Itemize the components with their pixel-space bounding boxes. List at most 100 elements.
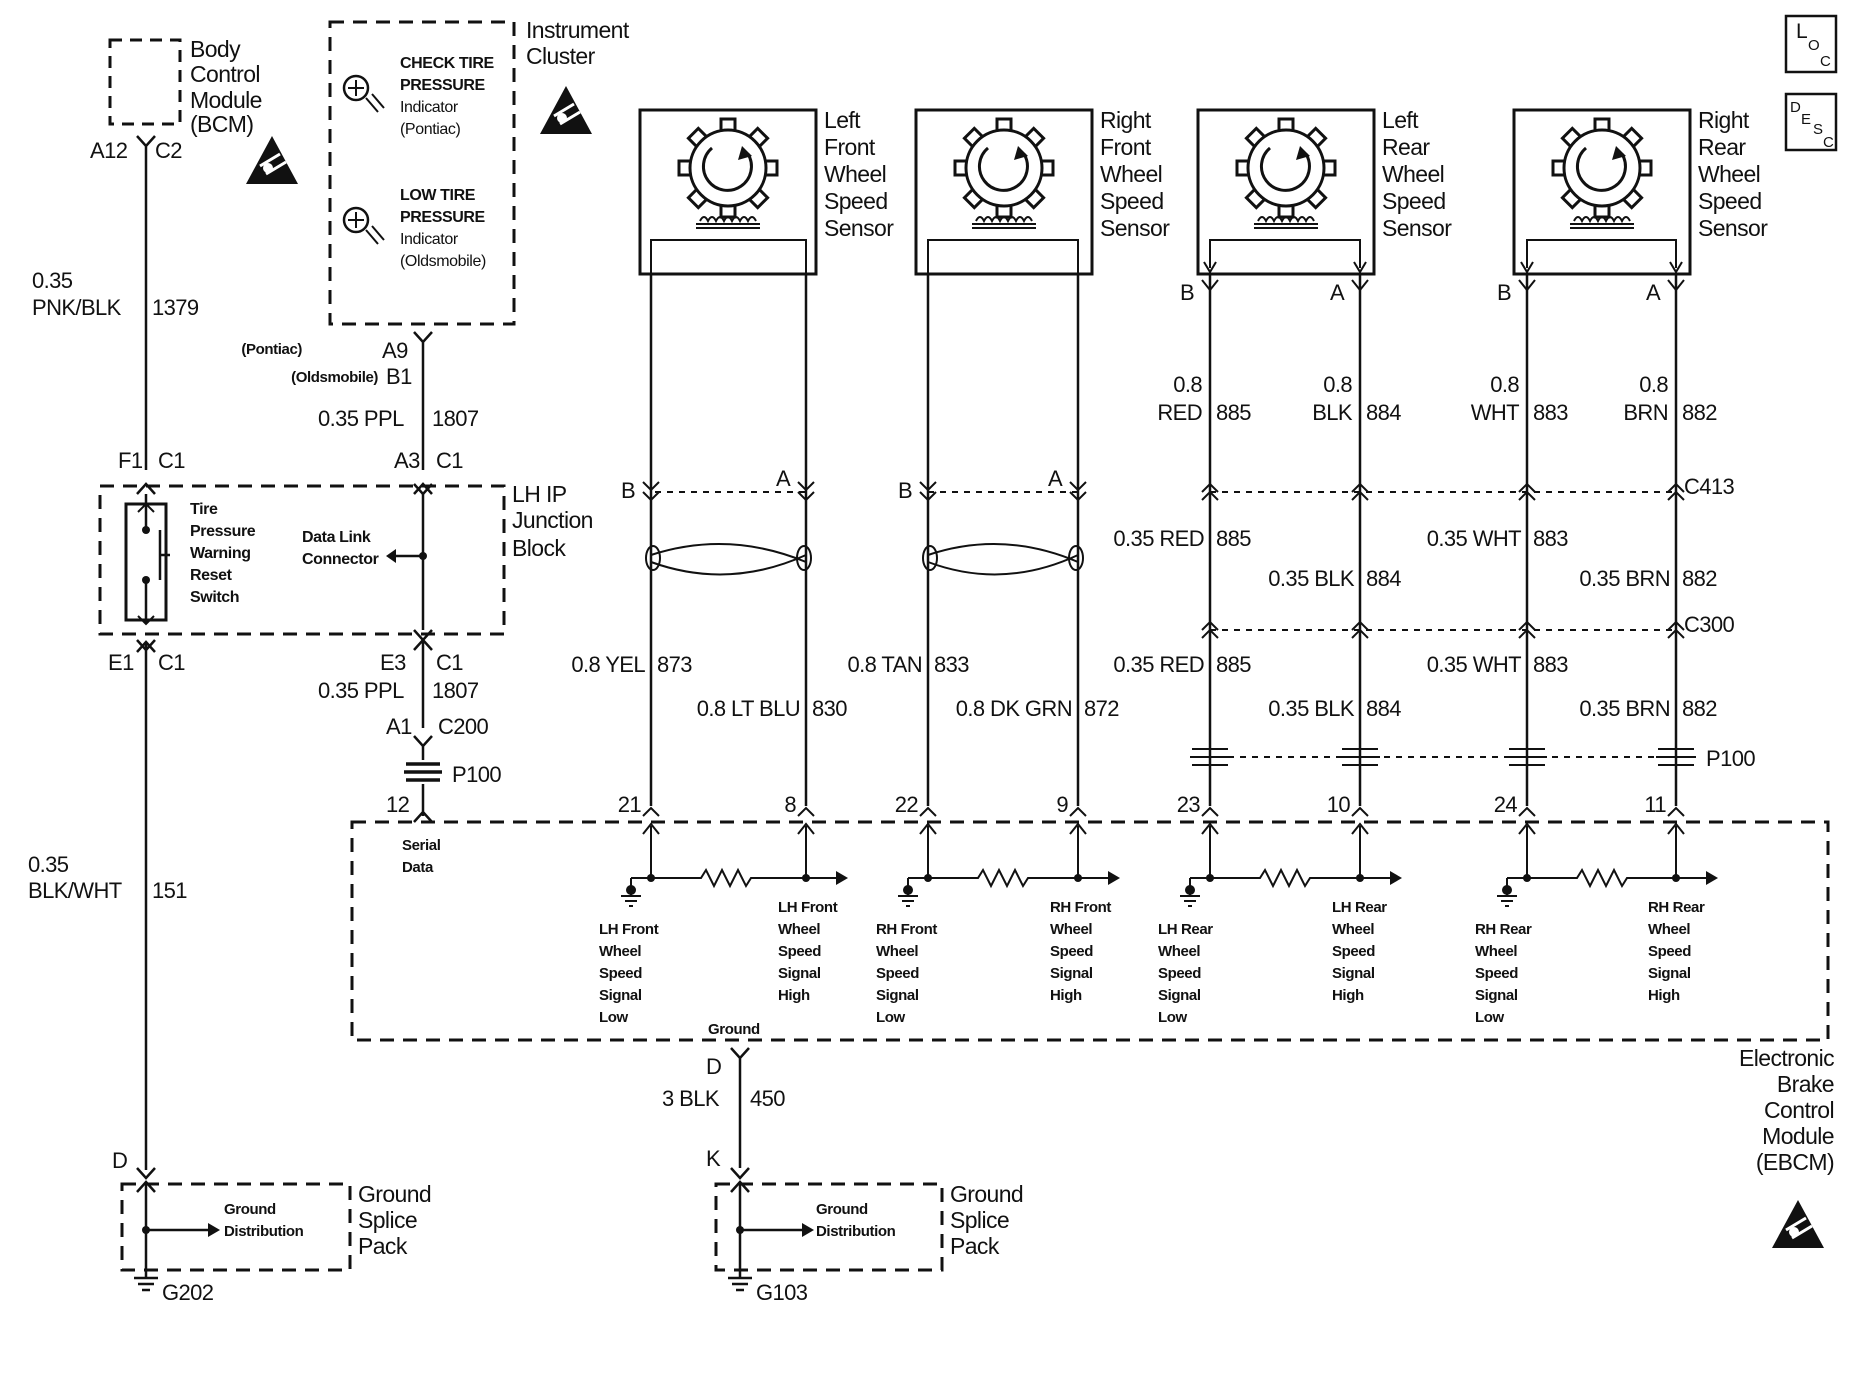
sensor-wire [926, 274, 1080, 806]
cluster-wire [413, 331, 433, 470]
signal-high-label: Speed [1648, 943, 1691, 960]
sensor-name: Front [1100, 134, 1152, 160]
svg-text:C: C [1823, 134, 1834, 151]
svg-text:Pack: Pack [358, 1233, 408, 1259]
signal-high-label: RH Rear [1648, 899, 1705, 916]
sensor-gear-icon [1551, 117, 1653, 219]
svg-text:L: L [1796, 20, 1807, 43]
cluster-wire-label: 0.35 PPL [318, 406, 404, 431]
twisted-pair-icon [927, 543, 1079, 576]
signal-low-label: Low [1475, 1009, 1505, 1026]
signal-high-label: High [1332, 987, 1364, 1004]
svg-text:Warning: Warning [190, 545, 251, 562]
ebcm-pin-number: 8 [784, 792, 796, 817]
svg-text:PRESSURE: PRESSURE [400, 209, 486, 226]
check-tire-pressure-lamp-icon [342, 74, 385, 113]
esd-warning-icon [244, 134, 300, 186]
wire-color-label: 0.35 RED [1113, 652, 1204, 677]
signal-high-label: High [778, 987, 810, 1004]
wire-color-label: 0.35 BLK [1268, 696, 1355, 721]
svg-text:Indicator: Indicator [400, 231, 459, 248]
svg-text:Ground: Ground [224, 1201, 276, 1218]
ground-pin-k: K [706, 1146, 721, 1171]
svg-text:(EBCM): (EBCM) [1756, 1149, 1834, 1175]
wire-circuit-label: 833 [934, 652, 969, 677]
junction-pin-e3: E3 [380, 650, 406, 675]
loc-box: L O C [1784, 14, 1838, 74]
wire-circuit-label: 883 [1533, 526, 1568, 551]
ground-g202: G202 [162, 1280, 214, 1305]
sensor-pin-a: A [1048, 466, 1063, 491]
ebcm-pin-number: 10 [1327, 792, 1351, 817]
signal-high-label: Signal [1050, 965, 1093, 982]
cluster-wire-circuit: 1807 [432, 406, 479, 431]
svg-text:Control: Control [190, 61, 260, 87]
connector-c413: C413 [1684, 474, 1735, 499]
wire-gauge-label: 0.8 [1323, 372, 1352, 397]
svg-text:Splice: Splice [950, 1207, 1009, 1233]
ground-splice-pack-left: Ground Splice Pack Ground Distribution [120, 1181, 432, 1272]
svg-text:Ground: Ground [358, 1181, 431, 1207]
sensor-pin-b: B [1180, 280, 1194, 305]
wire-circuit-label: 885 [1216, 400, 1251, 425]
ebcm-pin-number: 21 [618, 792, 642, 817]
wire-color-label: 0.8 TAN [848, 652, 922, 677]
bcm-wire-gauge: 0.35 [32, 268, 73, 293]
signal-low-label: Signal [599, 987, 642, 1004]
connector-c200: C200 [438, 714, 489, 739]
wire-circuit-label: 883 [1533, 652, 1568, 677]
wheel-speed-sensor-1 [898, 108, 1120, 907]
sensor-name: Rear [1382, 134, 1430, 160]
signal-high-label: LH Front [778, 899, 838, 916]
svg-text:(Oldsmobile): (Oldsmobile) [400, 253, 486, 270]
ebcm-ground-wire-label: 3 BLK [662, 1086, 720, 1111]
svg-text:Ground: Ground [816, 1201, 868, 1218]
ebcm-internal-circuit [1209, 826, 1390, 889]
sensor-wire [1525, 274, 1678, 806]
wheel-speed-sensor-3 [1497, 108, 1718, 907]
bcm-module: Body Control Module (BCM) [108, 36, 300, 186]
sensor-pin-a: A [776, 466, 791, 491]
data-link-connector-icon [386, 549, 396, 563]
sensor-pin-a: A [1646, 280, 1661, 305]
wire-color-label: BRN [1623, 400, 1668, 425]
svg-text:E: E [1801, 111, 1811, 128]
serial-data-wire [413, 638, 433, 728]
wire-color-label: 0.35 BRN [1579, 566, 1670, 591]
wire-color-label: BLK [1312, 400, 1353, 425]
wire-circuit-label: 884 [1366, 566, 1401, 591]
sensor-wire [649, 274, 808, 806]
ground-icon [1180, 877, 1210, 907]
ground-splice-pack-right: Ground Splice Pack Ground Distribution [714, 1181, 1024, 1272]
signal-low-label: Signal [1475, 987, 1518, 1004]
signal-low-label: Speed [1475, 965, 1518, 982]
svg-text:Indicator: Indicator [400, 99, 459, 116]
sensor-name: Wheel [1382, 161, 1444, 187]
svg-text:Module: Module [190, 87, 262, 113]
tire-pressure-reset-switch [124, 494, 170, 626]
svg-text:PRESSURE: PRESSURE [400, 77, 486, 94]
wire-color-label: 0.35 RED [1113, 526, 1204, 551]
wire-color-label: 0.35 BRN [1579, 696, 1670, 721]
ebcm-pin-12: 12 [386, 792, 410, 817]
sensor-gear-icon [1235, 117, 1337, 219]
ebcm-internal-circuit [1526, 826, 1706, 889]
junction-connector-c1: C1 [436, 650, 463, 675]
signal-low-label: Signal [876, 987, 919, 1004]
wire-color-label: 0.35 BLK [1268, 566, 1355, 591]
signal-low-label: LH Rear [1158, 921, 1213, 938]
ebcm-pin-number: 24 [1494, 792, 1518, 817]
svg-text:Tire: Tire [190, 501, 218, 518]
ebcm-pin-number: 11 [1644, 792, 1666, 817]
signal-high-label: Signal [1332, 965, 1375, 982]
p100-connector-icon [404, 762, 442, 782]
ground-icon [1497, 877, 1527, 907]
bcm-wire-color: PNK/BLK [32, 295, 122, 320]
svg-text:(BCM): (BCM) [190, 111, 253, 137]
wire-gauge-label: 0.8 [1173, 372, 1202, 397]
oldsmobile-label: (Oldsmobile) [291, 369, 378, 386]
sensor-name: Sensor [1382, 215, 1452, 241]
svg-text:Cluster: Cluster [526, 43, 596, 69]
ebcm-ground-label: Ground [708, 1021, 760, 1038]
